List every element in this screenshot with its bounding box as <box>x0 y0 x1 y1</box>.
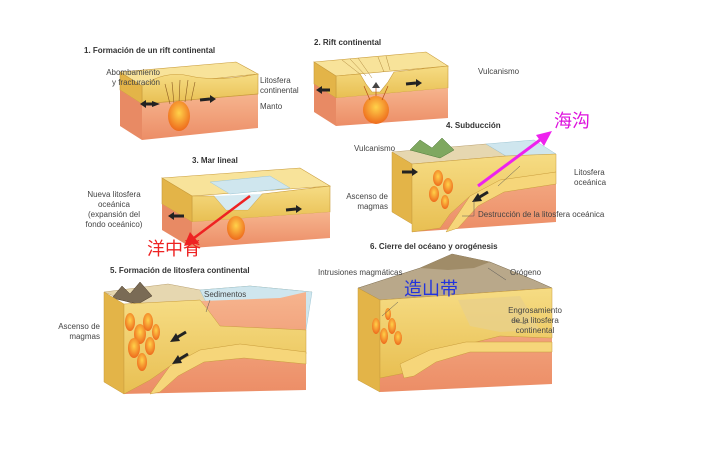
panel-5-block <box>103 281 313 395</box>
panel-4-volcanism-label: Vulcanismo <box>354 144 396 153</box>
panel-5-sediments-label: Sedimentos <box>204 290 247 299</box>
panel-4-destruction-label: Destrucción de la litosfera oceánica <box>478 210 605 219</box>
panel-2-title: 2. Rift continental <box>314 38 382 47</box>
panel-4-oceanic-label-1: Litosfera <box>574 168 605 177</box>
panel-6-thickening-label-3: continental <box>515 326 555 335</box>
panel-2-volcano-icon <box>372 82 380 88</box>
panel-1-uplift-label-2: y fracturación <box>111 78 160 87</box>
panel-6-intrusions-label: Intrusiones magmáticas <box>318 268 403 277</box>
panel-6-magma-intrusions <box>372 308 402 345</box>
orogenic-belt-annotation: 造山带 <box>404 279 458 300</box>
panel-3-new-lithosphere-label-1: Nueva litosfera <box>87 190 141 199</box>
panel-1-mantle-label: Manto <box>260 102 283 111</box>
panel-4-title: 4. Subducción <box>446 121 501 130</box>
panel-3-magma <box>227 216 245 240</box>
panel-4-magma-blobs <box>429 170 453 209</box>
panel-6-orogen-label: Orógeno <box>510 268 542 277</box>
panel-1-block <box>119 61 259 140</box>
panel-4-block <box>391 137 557 233</box>
panel-2-block <box>313 51 449 126</box>
panel-2-magma-chamber <box>363 96 389 124</box>
panel-3-new-lithosphere-label-2: oceánica <box>97 200 131 209</box>
panel-1-right-arrow-icon <box>199 97 211 102</box>
panel-3-title: 3. Mar lineal <box>192 156 238 165</box>
ridge-arrow <box>184 195 251 246</box>
trench-annotation: 海沟 <box>554 111 590 132</box>
panel-2-right-arrow-icon <box>405 81 417 86</box>
panel-5-magma-blobs <box>125 313 160 371</box>
panel-3-new-lithosphere-label-3: (expansión del <box>87 210 141 219</box>
panel-3-new-lithosphere-label-4: fondo oceánico) <box>85 220 143 229</box>
panel-1-fractures <box>164 79 196 105</box>
panel-1-uplift-label-1: Abombamiento <box>106 68 160 77</box>
panel-4-oceanic-label-2: oceánica <box>574 178 607 187</box>
trench-arrow <box>477 131 552 188</box>
panel-1-lithosphere-label-2: continental <box>260 86 299 95</box>
panel-3-block <box>161 167 331 248</box>
panel-4-subducting-slab <box>445 171 557 233</box>
panel-5-ascent-label-2: magmas <box>69 332 100 341</box>
panel-6-block <box>357 253 553 393</box>
panel-4-volcano-mountains <box>409 137 455 159</box>
panel-5-title: 5. Formación de litosfera continental <box>110 266 250 275</box>
panel-1-magma-plume <box>168 101 190 131</box>
panel-6-thickening-label-1: Engrosamiento <box>508 306 562 315</box>
panel-2-volcanism-label: Vulcanismo <box>478 67 520 76</box>
panel-1-title: 1. Formación de un rift continental <box>84 46 216 55</box>
panel-6-title: 6. Cierre del océano y orogénesis <box>370 242 498 251</box>
panel-5-ascent-label-1: Ascenso de <box>58 322 100 331</box>
panel-4-ascent-label-1: Ascenso de <box>346 192 388 201</box>
panel-4-ascent-label-2: magmas <box>357 202 388 211</box>
panel-3-right-arrow-icon <box>285 207 297 212</box>
panel-6-thickening-label-2: de la litosfera <box>511 316 559 325</box>
ridge-annotation: 洋中脊 <box>147 239 201 260</box>
panel-1-lithosphere-label-1: Litosfera <box>260 76 291 85</box>
